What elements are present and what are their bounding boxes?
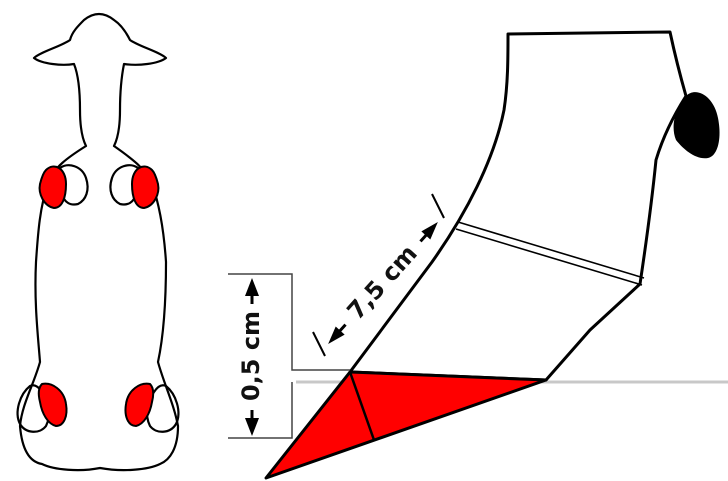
- front-right-red-claw: [132, 166, 158, 208]
- hind-left-red-claw: [39, 384, 67, 426]
- hind-right-red-claw: [125, 384, 153, 426]
- trimmed-sole-wedge: [266, 372, 546, 478]
- toe-dimension-tick-end: [432, 194, 444, 218]
- toe-dimension-tick-start: [313, 332, 325, 356]
- highlighted-claws: [39, 166, 159, 426]
- sole-thickness-label: 0,5 cm: [237, 311, 265, 401]
- thickness-arrow-up: [245, 278, 259, 296]
- front-left-red-claw: [40, 166, 66, 208]
- thickness-arrow-down: [245, 418, 259, 436]
- hoof-outline: [350, 32, 686, 380]
